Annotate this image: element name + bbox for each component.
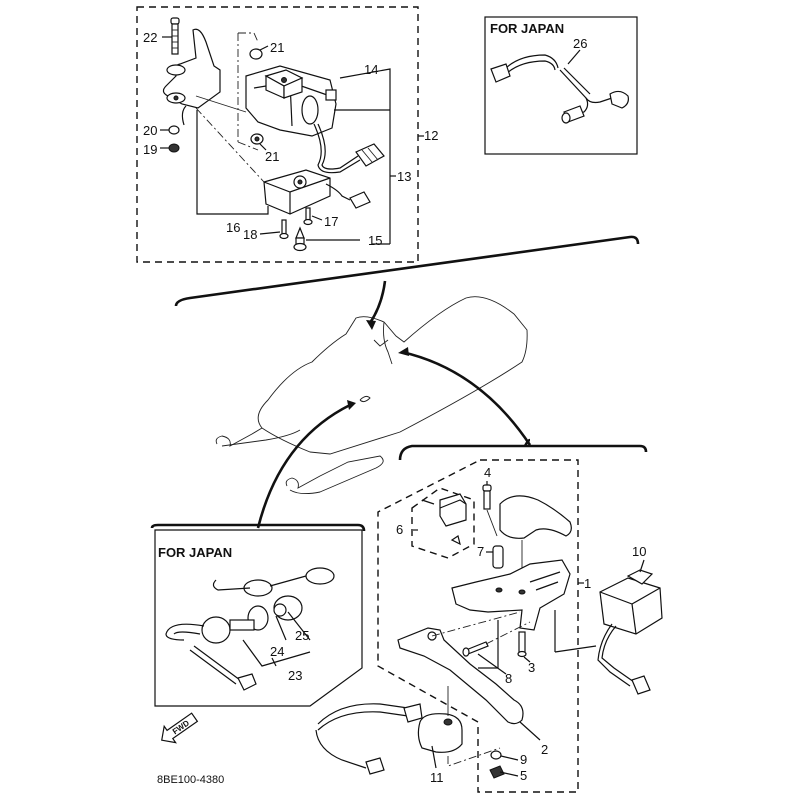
sub-assembly-6-border — [411, 487, 475, 559]
label-18: 18 — [243, 227, 257, 242]
pin-7 — [492, 545, 504, 569]
japan-inset-bottom-header: FOR JAPAN — [158, 545, 232, 560]
screw-3 — [517, 631, 527, 658]
japan-inset-bottom-border — [154, 529, 363, 707]
screw-15 — [293, 226, 307, 252]
nut-5 — [489, 765, 505, 779]
label-19: 19 — [143, 142, 157, 157]
label-14: 14 — [364, 62, 378, 77]
drawing-code: 8BE100-4380 — [157, 774, 224, 786]
key-switch-23 — [165, 567, 335, 691]
japan-inset-bottom: FOR JAPAN — [150, 523, 366, 707]
lever-cover — [499, 495, 572, 539]
label-25: 25 — [295, 628, 309, 643]
module-10 — [597, 569, 663, 695]
label-4: 4 — [484, 465, 491, 480]
label-10: 10 — [632, 544, 646, 559]
nut-21-top — [249, 48, 263, 60]
label-24: 24 — [270, 644, 284, 659]
nut-19 — [168, 143, 180, 153]
bolt-22 — [170, 17, 180, 55]
upper-assembly-group — [136, 6, 424, 263]
label-7: 7 — [477, 544, 484, 559]
lower-assembly-dashed-border — [377, 459, 579, 793]
fwd-label: FWD — [171, 718, 191, 736]
label-8: 8 — [505, 671, 512, 686]
label-3: 3 — [528, 660, 535, 675]
snowmobile-outline — [215, 296, 528, 495]
connector-16 — [349, 191, 371, 209]
label-9: 9 — [520, 752, 527, 767]
label-11: 11 — [430, 770, 444, 785]
lower-assembly-group — [315, 459, 663, 793]
brake-switch-11 — [417, 713, 463, 753]
label-21-bottom: 21 — [265, 149, 279, 164]
label-17: 17 — [324, 214, 338, 229]
label-21-top: 21 — [270, 40, 284, 55]
label-20: 20 — [143, 123, 157, 138]
japan-inset-top: FOR JAPAN — [484, 16, 638, 155]
washer-9 — [490, 750, 502, 760]
label-15: 15 — [368, 233, 382, 248]
fwd-arrow-icon: FWD — [161, 712, 199, 744]
switch-base-16 — [263, 169, 331, 215]
wire-harness-26 — [490, 54, 629, 124]
screw-18 — [279, 219, 289, 240]
lever-holder — [451, 559, 571, 631]
label-22: 22 — [143, 30, 157, 45]
label-26: 26 — [573, 36, 587, 51]
connector-14 — [355, 143, 385, 167]
label-13: 13 — [397, 169, 411, 184]
label-2: 2 — [541, 742, 548, 757]
japan-inset-top-border — [484, 16, 638, 155]
screw-17 — [303, 207, 313, 226]
screw-4 — [482, 484, 492, 510]
brake-lever-2 — [397, 627, 524, 725]
upper-assembly-dashed-border — [136, 6, 419, 263]
screw-8 — [462, 641, 489, 657]
upper-callout-bracket — [174, 235, 640, 307]
lower-callout-bracket — [398, 444, 648, 461]
label-6: 6 — [396, 522, 403, 537]
label-16: 16 — [226, 220, 240, 235]
switch-knob-6 — [439, 493, 467, 527]
label-5: 5 — [520, 768, 527, 783]
label-12: 12 — [424, 128, 438, 143]
japan-inset-top-header: FOR JAPAN — [490, 21, 564, 36]
nut-20 — [168, 125, 180, 135]
label-1: 1 — [584, 576, 591, 591]
label-23: 23 — [288, 668, 302, 683]
